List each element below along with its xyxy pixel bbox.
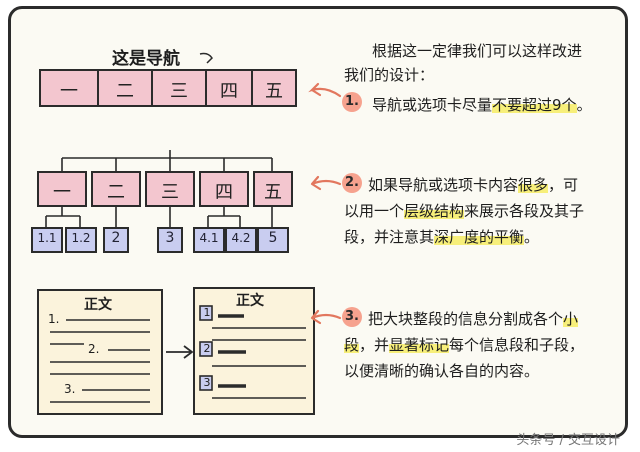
doc-left-title: 正文 bbox=[84, 297, 112, 313]
point-1-text-a: 导航或选项卡尽量 bbox=[372, 96, 493, 114]
tree-child-boxes bbox=[31, 227, 289, 253]
point-1-text: 导航或选项卡尽量不要超过9个。 bbox=[372, 94, 592, 115]
doc-right-marker-3: 3 bbox=[203, 376, 211, 389]
doc-left bbox=[37, 289, 163, 415]
top-nav-bar bbox=[39, 69, 297, 107]
top-nav-item-2: 二 bbox=[116, 81, 134, 102]
tree-child-3: 3 bbox=[165, 230, 175, 246]
tree-connectors bbox=[45, 150, 273, 228]
point-2-line-1-b: ，可 bbox=[548, 176, 579, 194]
point-2-line-2-b: 来展示各段及其子 bbox=[464, 202, 585, 220]
doc-right-marker-1: 1 bbox=[203, 306, 211, 319]
point-3-line-1-highlight: 小 bbox=[563, 310, 579, 328]
tree-parent-4: 四 bbox=[215, 182, 233, 203]
top-nav-item-3: 三 bbox=[170, 81, 188, 102]
point-1-number: 1. bbox=[342, 92, 362, 112]
point-2-line-2-highlight: 层级结构 bbox=[404, 202, 465, 220]
doc-right-marker-2: 2 bbox=[203, 342, 211, 355]
tree-child-4-1: 4.1 bbox=[199, 231, 219, 245]
doc-left-item-2: 2. bbox=[88, 342, 100, 356]
point-2-line-3-b: 。 bbox=[524, 228, 540, 246]
tree-child-1-2: 1.2 bbox=[71, 231, 91, 245]
point-2-line-1: 如果导航或选项卡内容很多，可 bbox=[368, 174, 578, 195]
tree-parent-2: 二 bbox=[107, 182, 125, 203]
doc-left-item-3: 3. bbox=[64, 382, 76, 396]
top-nav-frame bbox=[39, 69, 297, 107]
point-2-line-1-a: 如果导航或选项卡内容 bbox=[368, 176, 519, 194]
nav-title-label: 这是导航 bbox=[112, 49, 180, 69]
point-1-text-b: 。 bbox=[576, 96, 592, 114]
tree-child-4-2: 4.2 bbox=[231, 231, 251, 245]
watermark: 头条号 / 交互设计 bbox=[516, 433, 620, 448]
point-3-line-1-a: 把大块整段的信息分割成各个 bbox=[368, 310, 564, 328]
point-3-line-3: 以便清晰的确认各自的内容。 bbox=[344, 362, 540, 380]
top-nav-item-5: 五 bbox=[265, 81, 283, 102]
tree-child-1-1: 1.1 bbox=[37, 231, 57, 245]
intro-line-2: 我们的设计： bbox=[344, 66, 435, 84]
tree-parent-boxes bbox=[37, 171, 293, 207]
point-2-line-2: 以用一个层级结构来展示各段及其子 bbox=[344, 200, 584, 221]
doc-right-lines bbox=[212, 314, 306, 399]
tree-child-5: 5 bbox=[268, 230, 278, 246]
point-3-number: 3. bbox=[342, 307, 362, 327]
doc-right-title: 正文 bbox=[236, 293, 264, 309]
point-2-line-3-a: 段，并注意其 bbox=[344, 228, 435, 246]
point-3-line-2-highlight: 段 bbox=[344, 336, 360, 354]
top-nav-item-4: 四 bbox=[220, 81, 238, 102]
point-2-number: 2. bbox=[342, 173, 362, 193]
point-1-highlight: 不要超过9个 bbox=[492, 96, 577, 114]
point-3-line-2-highlight-2: 显著标记 bbox=[389, 336, 450, 354]
point-2-line-1-highlight: 很多 bbox=[518, 176, 549, 194]
transform-arrow-icon bbox=[166, 345, 194, 359]
title-arrow-icon bbox=[199, 52, 213, 64]
doc-left-item-1: 1. bbox=[48, 312, 60, 326]
tree-parent-5: 五 bbox=[264, 182, 282, 203]
point-3-line-2-a: ，并 bbox=[359, 336, 390, 354]
point-3-line-1: 把大块整段的信息分割成各个小 bbox=[368, 308, 579, 329]
doc-right bbox=[193, 287, 315, 415]
point-3-line-2-b: 每个信息段和子段， bbox=[449, 336, 585, 354]
point-2-line-3-highlight: 深广度的平衡 bbox=[434, 228, 525, 246]
point-2-line-3: 段，并注意其深广度的平衡。 bbox=[344, 226, 539, 247]
point-2-line-2-a: 以用一个 bbox=[344, 202, 405, 220]
top-nav-item-1: 一 bbox=[60, 81, 78, 102]
pointer-arrow-2-icon bbox=[310, 175, 342, 191]
tree-parent-3: 三 bbox=[161, 182, 179, 203]
pointer-arrow-1-icon bbox=[308, 82, 342, 98]
intro-line-1: 根据这一定律我们可以这样改进 bbox=[372, 42, 583, 60]
point-3-line-2: 段，并显著标记每个信息段和子段， bbox=[344, 334, 584, 355]
tree-child-2: 2 bbox=[111, 230, 121, 246]
doc-left-lines bbox=[50, 319, 150, 403]
tree-parent-1: 一 bbox=[53, 182, 71, 203]
doc-right-markers bbox=[199, 305, 213, 391]
top-nav-dividers bbox=[97, 70, 253, 106]
pointer-arrow-3-icon bbox=[310, 309, 342, 325]
